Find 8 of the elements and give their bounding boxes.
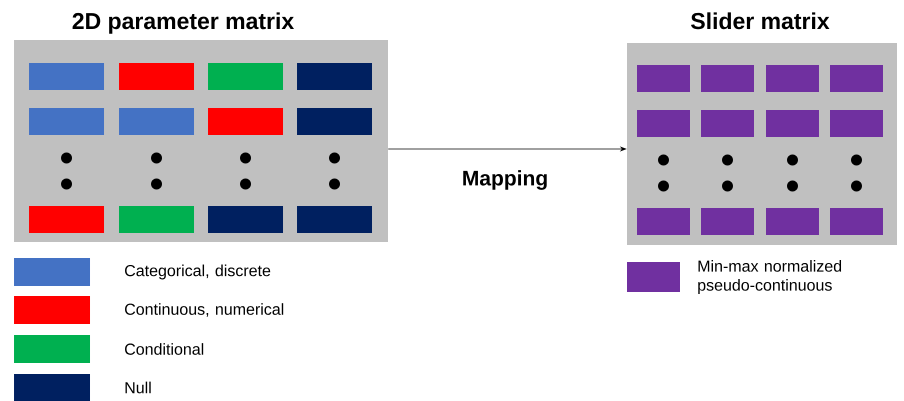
legend-text: Continuous, numerical <box>125 303 284 317</box>
legend-text: Min-max normalized pseudo-continuous <box>698 260 842 294</box>
legend-text: Null <box>126 382 151 394</box>
legend-text: Categorical, discrete <box>125 264 270 280</box>
legend-text: Conditional <box>125 343 204 355</box>
matrix-title: 2D parameter matrix <box>72 12 294 34</box>
edge-label: Mapping <box>463 170 547 190</box>
matrix-title: Slider matrix <box>691 12 830 30</box>
